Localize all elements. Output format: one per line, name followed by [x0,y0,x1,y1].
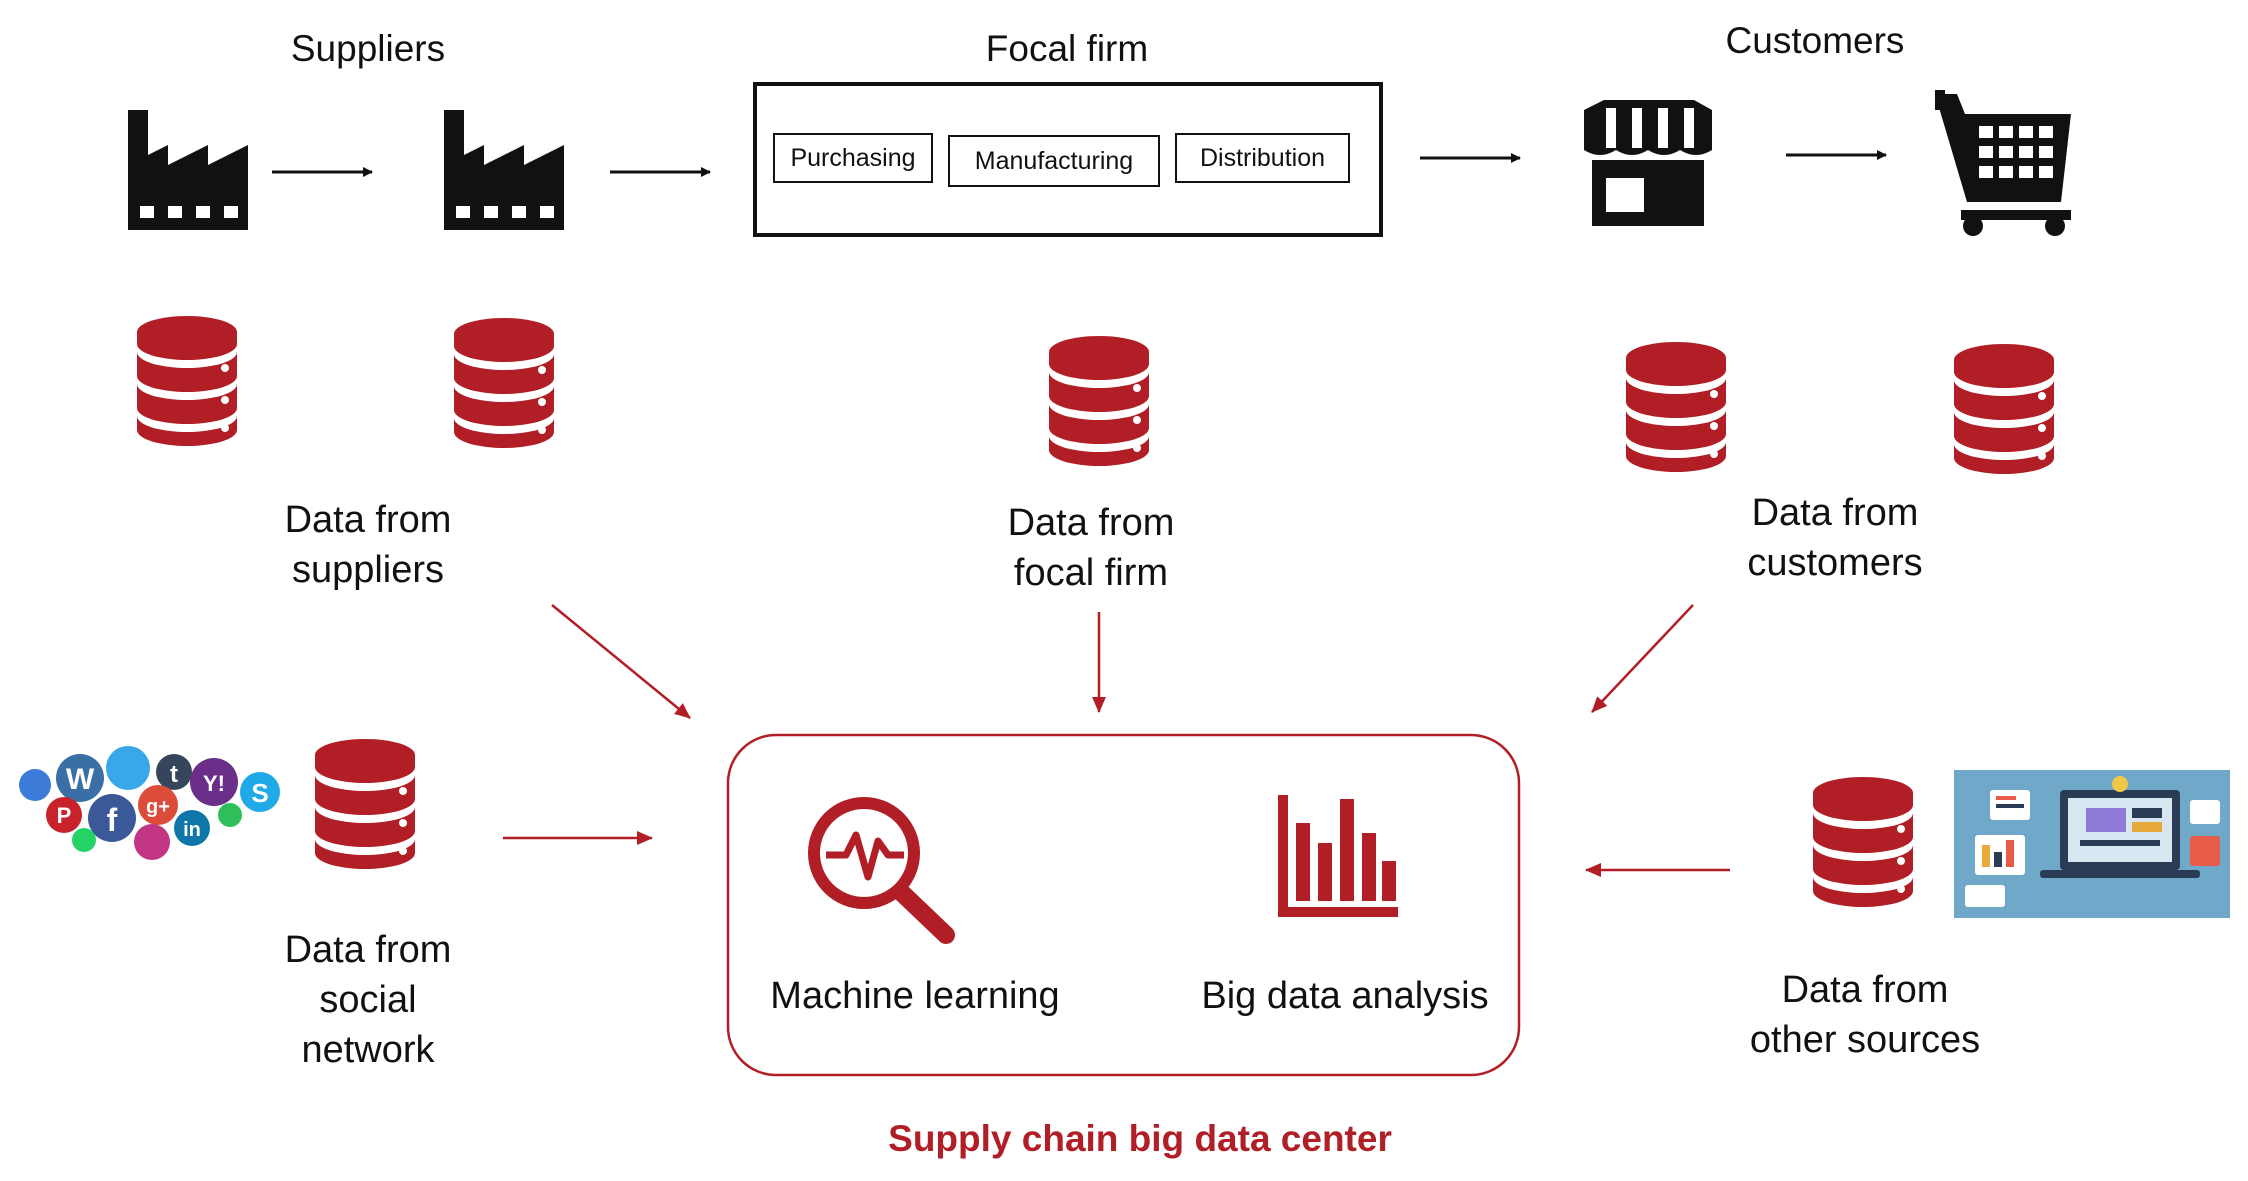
arrow-customers-data [1591,604,1694,713]
header-focal-firm: Focal firm [985,28,1149,69]
manufacturing-box: Manufacturing [948,135,1160,187]
header-suppliers: Suppliers [290,28,446,69]
svg-text:f: f [107,802,118,838]
svg-text:t: t [170,761,178,788]
bar-chart-icon [1278,795,1398,917]
database-icon [1813,777,1913,907]
store-icon [1584,100,1712,226]
cart-icon [1935,90,2071,236]
data-from-social-network-label: Data from social network [284,929,452,1071]
database-icon [137,316,237,446]
distribution-box: Distribution [1175,133,1350,183]
svg-text:in: in [183,819,201,841]
big-data-analysis-label: Big data analysis [1201,975,1489,1017]
focal-firm-frame [753,82,1383,237]
supply-chain-big-data-center-title: Supply chain big data center [888,1118,1392,1159]
svg-text:W: W [66,763,95,796]
factory-icon [128,110,248,230]
database-icon [1626,342,1726,472]
database-icon [454,318,554,448]
svg-text:S: S [251,778,268,808]
svg-text:P: P [57,803,72,828]
data-from-other-sources-label: Data from other sources [1749,969,1981,1061]
arrow-suppliers-data [551,604,691,719]
data-from-focal-firm-label: Data from focal firm [1007,502,1175,594]
purchasing-box: Purchasing [773,133,933,183]
laptop-dashboard-illustration [1954,770,2230,918]
header-customers: Customers [1725,20,1905,61]
factory-icon [444,110,564,230]
big-data-center-box [726,733,1521,1077]
pulse-search-icon [808,797,955,944]
svg-text:g+: g+ [146,796,170,818]
data-from-suppliers-label: Data from suppliers [284,499,452,591]
database-icon [315,739,415,869]
svg-text:Y!: Y! [203,771,225,796]
database-icon [1954,344,2054,474]
social-media-icons: W t Y! S P f g+ in [19,746,280,860]
database-icon [1049,336,1149,466]
data-from-customers-label: Data from customers [1747,492,1923,584]
machine-learning-label: Machine learning [770,975,1060,1017]
